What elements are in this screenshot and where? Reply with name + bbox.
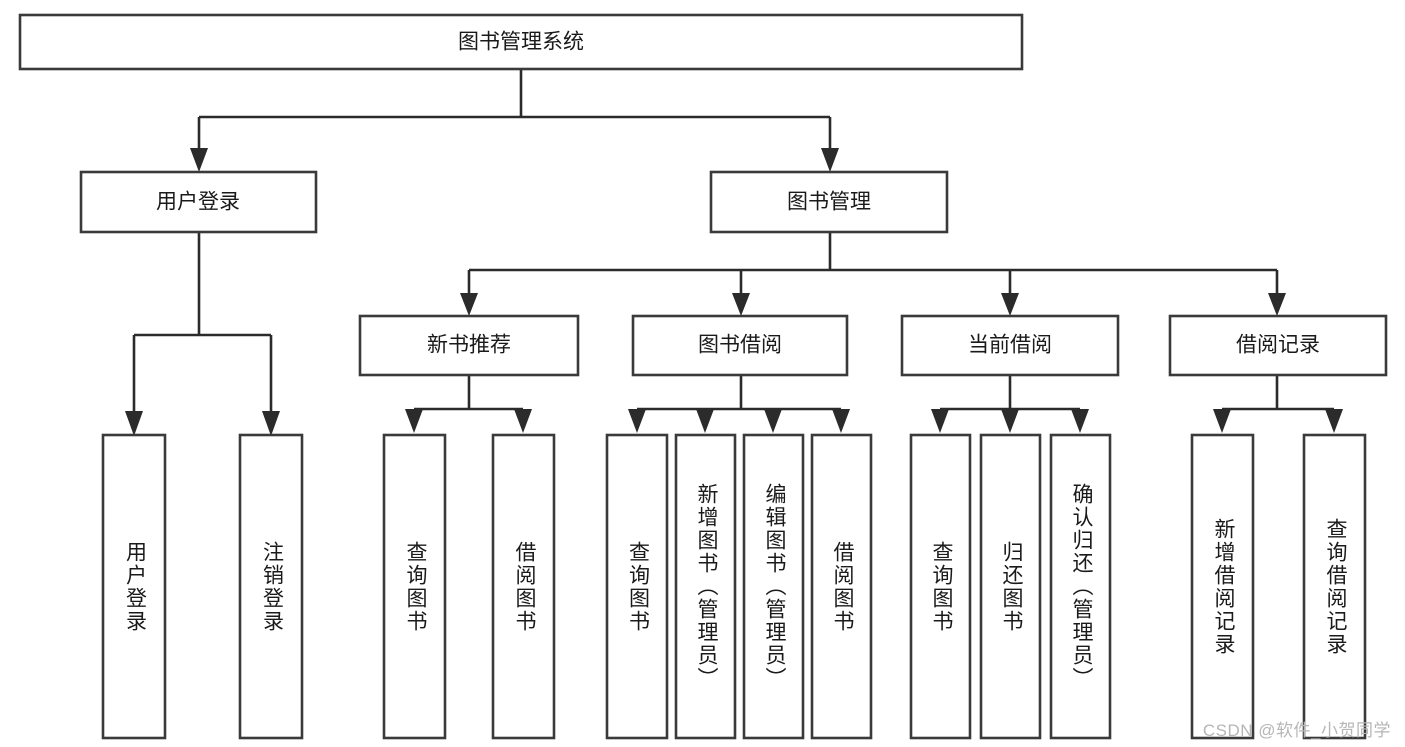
node-user-login-label: 用户登录 — [156, 191, 240, 214]
node-root[interactable] — [18, 13, 1024, 71]
node-leaf-br-query-record[interactable] — [1302, 433, 1367, 740]
arrowhead-nb-borrow — [514, 409, 532, 433]
node-book-borrow[interactable] — [631, 314, 849, 377]
node-leaf-bb-edit-book[interactable] — [742, 433, 805, 740]
arrowhead-borrow-record — [1268, 293, 1286, 316]
node-leaf-nb-query-book[interactable] — [382, 433, 447, 740]
node-leaf-cb-return-book[interactable] — [979, 433, 1042, 740]
arrowhead-nb-query — [405, 409, 423, 433]
node-leaf-nb-borrow-book[interactable] — [491, 433, 556, 740]
arrowhead-new-book — [460, 293, 478, 316]
node-leaf-br-add-record[interactable] — [1190, 433, 1255, 740]
connector-group-new-book — [405, 375, 532, 433]
connector-group-user-login — [125, 232, 280, 436]
node-user-login[interactable] — [79, 170, 318, 234]
node-leaf-bb-borrow-book[interactable] — [810, 433, 873, 740]
connector-group-borrow-record — [1213, 375, 1343, 433]
node-leaf-logout[interactable] — [238, 433, 304, 740]
arrowhead-bb-edit — [764, 409, 782, 433]
arrowhead-cb-return — [1001, 409, 1019, 433]
arrowhead-book-mgmt — [821, 148, 839, 172]
node-leaf-bb-add-book[interactable] — [674, 433, 737, 740]
arrowhead-br-add — [1213, 409, 1231, 433]
arrowhead-cb-query — [931, 409, 949, 433]
arrowhead-user-login — [190, 148, 208, 172]
node-book-borrow-label: 图书借阅 — [698, 334, 782, 357]
arrowhead-br-query — [1325, 409, 1343, 433]
node-current-borrow[interactable] — [900, 314, 1120, 377]
arrowhead-bb-add — [696, 409, 714, 433]
connector-group-current-borrow — [931, 375, 1089, 433]
arrowhead-current-borrow — [1001, 293, 1019, 316]
connector-group-root — [190, 69, 839, 172]
arrowhead-book-borrow — [732, 293, 750, 316]
node-leaf-cb-confirm-return[interactable] — [1049, 433, 1112, 740]
node-leaf-bb-query-book[interactable] — [605, 433, 669, 740]
arrowhead-bb-borrow — [832, 409, 850, 433]
arrowhead-leaf-logout — [262, 411, 280, 436]
node-current-borrow-label: 当前借阅 — [968, 334, 1052, 357]
node-new-book-recommend[interactable] — [358, 314, 580, 377]
node-leaf-user-login[interactable] — [101, 433, 167, 740]
node-root-label: 图书管理系统 — [458, 31, 584, 54]
connector-group-book-mgmt — [460, 232, 1286, 316]
watermark: CSDN @软件_小贺同学 — [1202, 721, 1391, 740]
node-borrow-record[interactable] — [1168, 314, 1388, 377]
node-leaf-cb-query-book[interactable] — [909, 433, 972, 740]
connector-group-book-borrow — [628, 375, 850, 433]
arrowhead-bb-query — [628, 409, 646, 433]
node-book-management-label: 图书管理 — [787, 191, 871, 214]
node-new-book-recommend-label: 新书推荐 — [427, 334, 511, 357]
arrowhead-leaf-user-login — [125, 411, 143, 436]
node-book-management[interactable] — [709, 170, 949, 234]
node-borrow-record-label: 借阅记录 — [1236, 334, 1320, 357]
arrowhead-cb-confirm — [1071, 409, 1089, 433]
